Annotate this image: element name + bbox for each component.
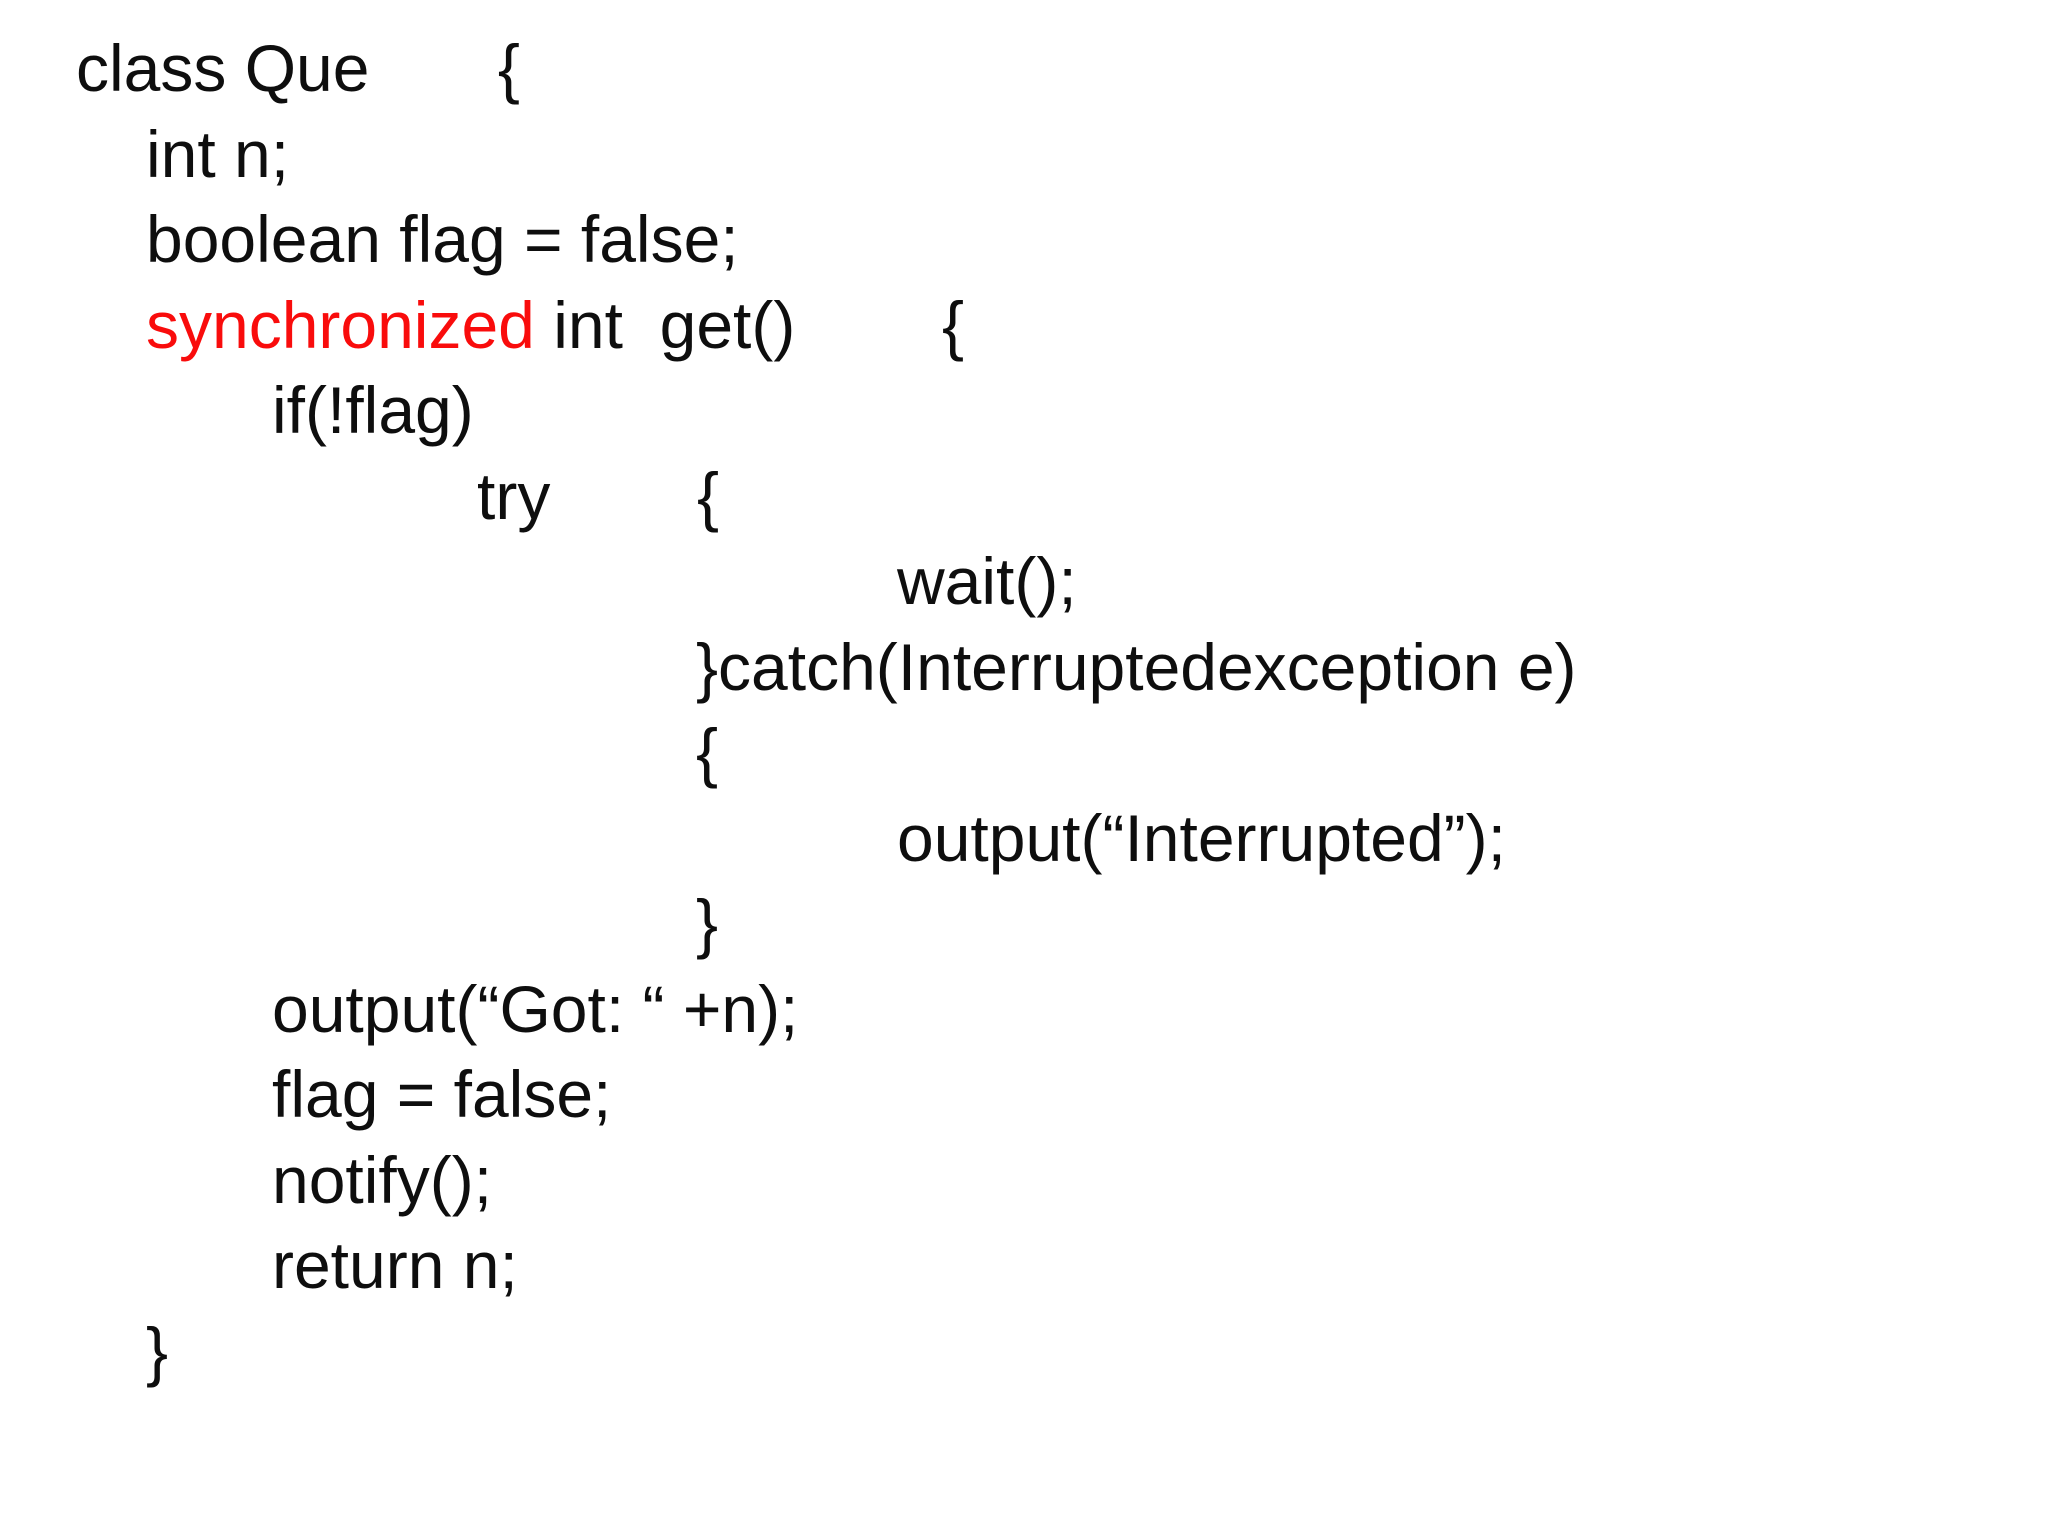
code-text: { bbox=[696, 715, 719, 789]
code-line-catch: }catch(Interruptedexception e) bbox=[0, 625, 2048, 711]
code-text: } bbox=[696, 886, 719, 960]
code-text: output(“Interrupted”); bbox=[897, 800, 1506, 875]
code-line-if-not-flag: if(!flag) bbox=[0, 368, 2048, 454]
code-text: int get() { bbox=[534, 287, 965, 362]
code-line-flag-false: flag = false; bbox=[0, 1052, 2048, 1138]
code-text: output(“Got: “ +n); bbox=[272, 971, 799, 1046]
code-text: notify(); bbox=[272, 1142, 493, 1217]
code-line-open-brace: { bbox=[0, 710, 2048, 796]
code-line-output-got-n: output(“Got: “ +n); bbox=[0, 967, 2048, 1053]
code-text: if(!flag) bbox=[272, 373, 474, 447]
code-line-try: try { bbox=[0, 454, 2048, 540]
code-text: }catch(Interruptedexception e) bbox=[696, 629, 1577, 704]
code-line-wait-call: wait(); bbox=[0, 539, 2048, 625]
code-line-close-brace-method: } bbox=[0, 1309, 2048, 1395]
code-line-get-method-signature: synchronized int get() { bbox=[0, 283, 2048, 369]
code-text: wait(); bbox=[897, 544, 1077, 618]
code-text: int n; bbox=[146, 116, 290, 191]
code-line-int-n: int n; bbox=[0, 112, 2048, 198]
code-line-boolean-flag: boolean flag = false; bbox=[0, 197, 2048, 283]
code-text: flag = false; bbox=[272, 1057, 612, 1131]
code-text: } bbox=[146, 1313, 169, 1388]
keyword-synchronized: synchronized bbox=[146, 287, 535, 362]
code-line-class-declaration: class Que { bbox=[0, 26, 2048, 112]
code-line-notify-call: notify(); bbox=[0, 1138, 2048, 1224]
code-line-return-n: return n; bbox=[0, 1223, 2048, 1309]
code-text: try { bbox=[477, 458, 720, 533]
code-line-close-brace-catch: } bbox=[0, 881, 2048, 967]
code-text: return n; bbox=[272, 1228, 518, 1302]
code-text: boolean flag = false; bbox=[146, 202, 739, 276]
code-line-output-interrupted: output(“Interrupted”); bbox=[0, 796, 2048, 882]
code-text: class Que { bbox=[76, 31, 520, 105]
